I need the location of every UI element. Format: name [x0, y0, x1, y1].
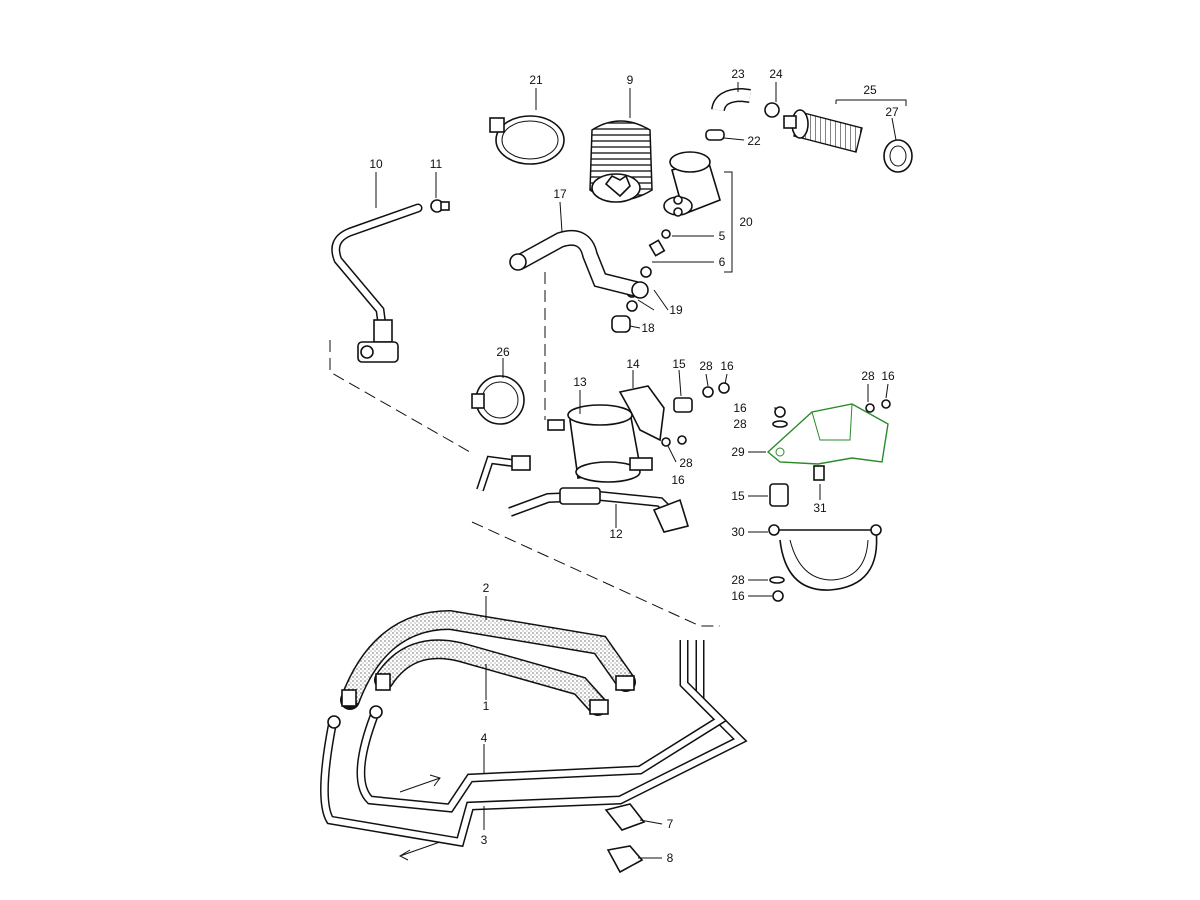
part-15-mount: [673, 397, 693, 413]
callout-labels: 21 9 23 24 25 27 22 10 11 17 20 5 6 19 1…: [369, 67, 899, 865]
part-20-fuel-filter: [663, 151, 721, 217]
callout-23: 23: [731, 67, 745, 81]
callout-28c: 28: [861, 369, 875, 383]
callout-9: 9: [627, 73, 634, 87]
callout-17: 17: [553, 187, 567, 201]
callout-12: 12: [609, 527, 623, 541]
callout-26: 26: [496, 345, 510, 359]
part-24-clip: [764, 102, 780, 118]
small-pipe-left: [476, 455, 531, 492]
callout-14: 14: [626, 357, 640, 371]
callout-11: 11: [430, 157, 443, 171]
callout-16e: 16: [731, 589, 745, 603]
part-14-bracket: [618, 385, 665, 442]
callout-25: 25: [863, 83, 877, 97]
part-8-connector: [606, 845, 644, 874]
part-3-4-long-pipes: [320, 640, 748, 848]
callout-24: 24: [769, 67, 783, 81]
bracket-20: [724, 171, 733, 273]
callout-8: 8: [667, 851, 674, 865]
callout-7: 7: [667, 817, 674, 831]
washers-right: [769, 399, 891, 602]
callout-13: 13: [573, 375, 587, 389]
callout-18: 18: [641, 321, 655, 335]
callout-15a: 15: [672, 357, 686, 371]
callout-19: 19: [669, 303, 683, 317]
part-30-strap: [768, 524, 882, 591]
part-11-clip: [430, 199, 450, 213]
part-2-hose: [340, 609, 636, 710]
part-23-elbow: [705, 87, 751, 141]
callout-16a: 16: [720, 359, 734, 373]
callout-20: 20: [739, 215, 753, 229]
callout-15b: 15: [731, 489, 745, 503]
callout-28d: 28: [733, 417, 747, 431]
part-10-pipe: [331, 203, 423, 363]
callout-28b: 28: [679, 456, 693, 470]
callout-29: 29: [731, 445, 745, 459]
routing-dash-lines: [329, 272, 720, 627]
callout-21: 21: [529, 73, 543, 87]
part-27-ring: [883, 139, 913, 173]
callout-4: 4: [481, 731, 488, 745]
callout-3: 3: [481, 833, 488, 847]
part-7-connector: [604, 803, 646, 831]
part-29-bracket: [766, 403, 889, 465]
callout-31: 31: [813, 501, 827, 515]
callout-27: 27: [885, 105, 899, 119]
part-15-rubber-mount: [769, 483, 789, 507]
callout-22: 22: [747, 134, 761, 148]
flow-arrows: [398, 774, 441, 861]
bracket-25: [835, 99, 907, 106]
part-1-hose: [374, 639, 609, 716]
callout-1: 1: [483, 699, 490, 713]
callout-28e: 28: [731, 573, 745, 587]
callout-16d: 16: [733, 401, 747, 415]
part-26-clamp: [471, 375, 525, 425]
washers-16-28: [661, 382, 730, 447]
part-12-line: [508, 487, 690, 533]
part-9-accumulator: [589, 120, 653, 203]
callout-16c: 16: [881, 369, 895, 383]
callout-28a: 28: [699, 359, 713, 373]
part-21-clamp: [489, 115, 565, 165]
callout-16b: 16: [671, 473, 685, 487]
callout-5: 5: [719, 229, 726, 243]
part-25-fuel-pump: [783, 109, 863, 153]
callout-10: 10: [369, 157, 383, 171]
callout-2: 2: [483, 581, 490, 595]
part-31-bolt: [813, 465, 825, 481]
part-17-hose: [509, 229, 649, 299]
callout-30: 30: [731, 525, 745, 539]
callout-6: 6: [719, 255, 726, 269]
leader-lines: [375, 82, 897, 859]
